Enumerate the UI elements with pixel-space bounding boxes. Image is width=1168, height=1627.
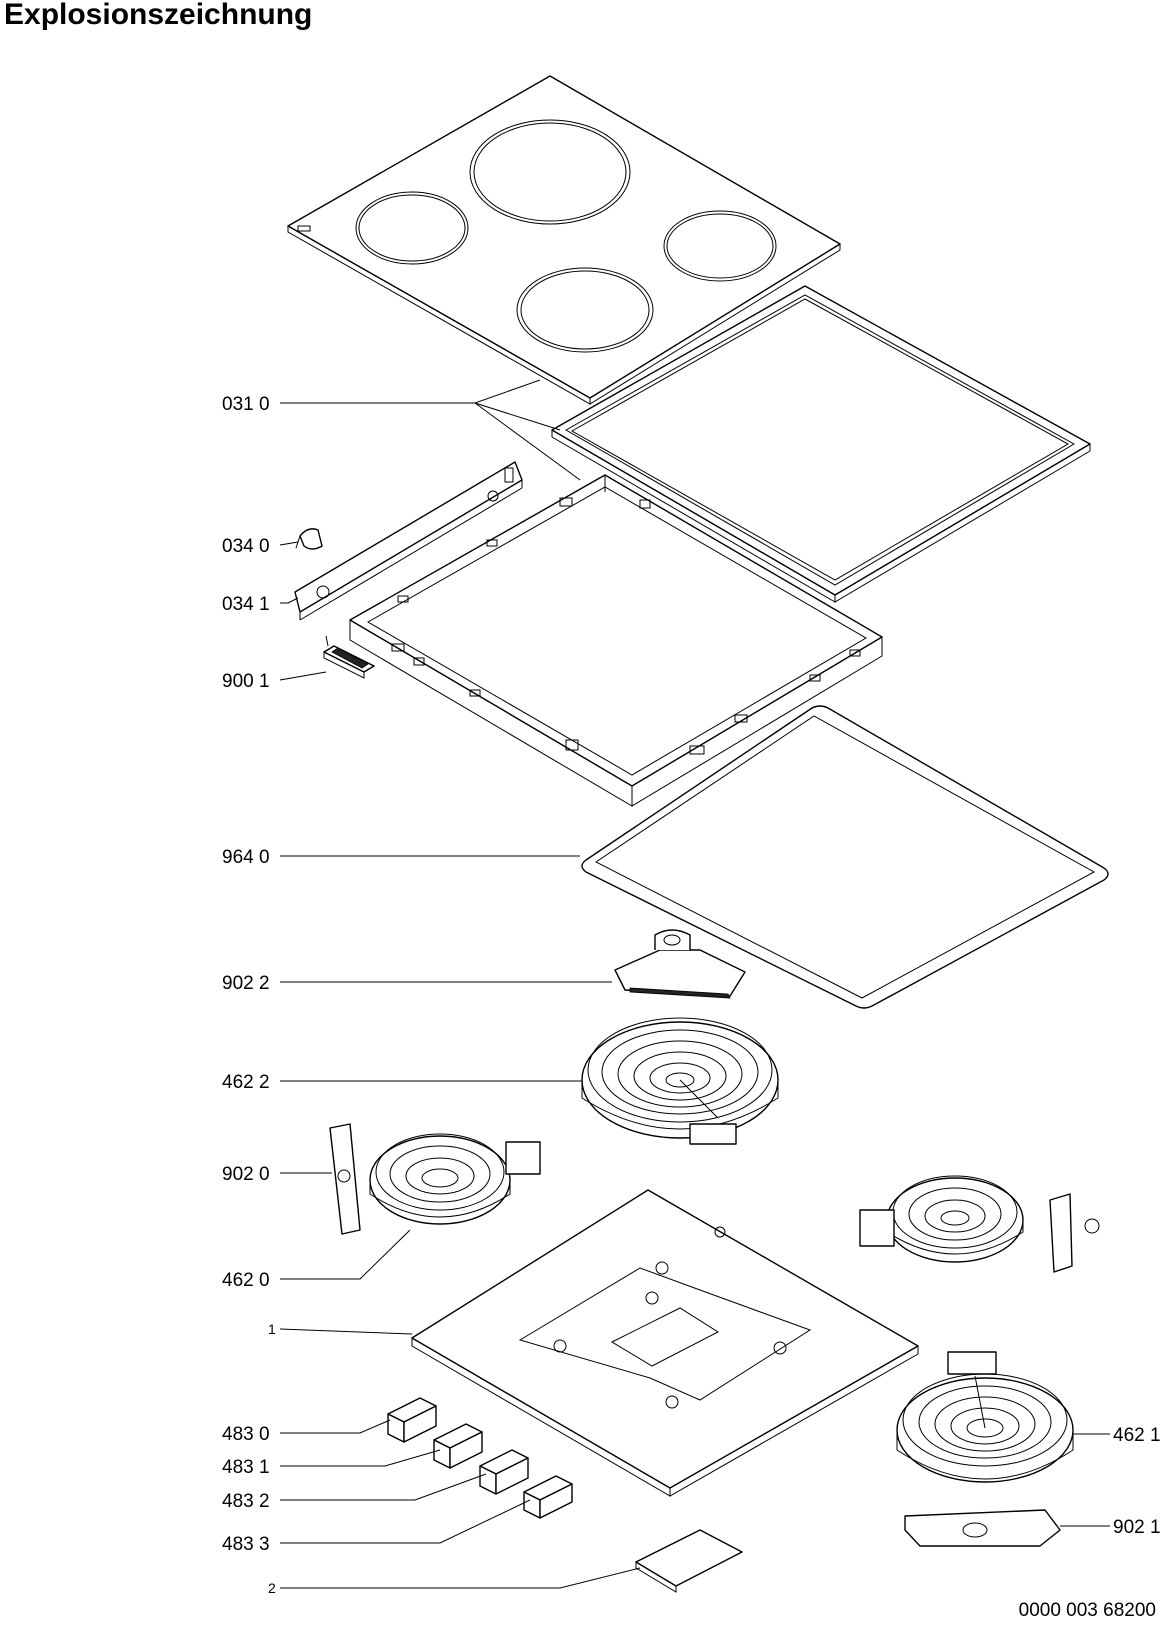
page-title: Explosionszeichnung xyxy=(4,0,313,31)
bracket-top xyxy=(614,929,746,999)
clip-part xyxy=(295,528,323,550)
support-frame xyxy=(349,474,883,807)
cover-plate xyxy=(635,1529,743,1593)
callout-034-1: 034 1 xyxy=(222,594,270,615)
energy-regulator-0 xyxy=(387,1397,437,1443)
callout-964-0: 964 0 xyxy=(222,847,270,868)
callout-034-0: 034 0 xyxy=(222,536,270,557)
leader-lines xyxy=(279,379,1110,1589)
callout-462-1: 462 1 xyxy=(1113,1425,1161,1446)
radiant-heater-large xyxy=(581,1017,779,1145)
glass-cooktop-panel xyxy=(287,75,841,405)
callout-462-2: 462 2 xyxy=(222,1072,270,1093)
base-tray xyxy=(411,1189,919,1497)
callout-902-1: 902 1 xyxy=(1113,1517,1161,1538)
callout-902-0: 902 0 xyxy=(222,1164,270,1185)
energy-regulator-1 xyxy=(433,1423,483,1469)
document-number: 0000 003 68200 xyxy=(1018,1600,1156,1621)
edge-seal-ring xyxy=(581,705,1109,1009)
radiant-heater-medium-right xyxy=(896,1351,1074,1547)
callout-031-0: 031 0 xyxy=(222,394,270,415)
frame-seal xyxy=(551,285,1091,603)
callout-483-0: 483 0 xyxy=(222,1424,270,1445)
terminal-connector xyxy=(323,635,375,679)
callout-462-0: 462 0 xyxy=(222,1270,270,1291)
callout-900-1: 900 1 xyxy=(222,671,270,692)
radiant-heater-small-right xyxy=(859,1175,1100,1273)
callout-483-1: 483 1 xyxy=(222,1457,270,1478)
callout-labels: 031 0 034 0 034 1 900 1 964 0 902 2 462 … xyxy=(222,394,1161,1596)
callout-2: 2 xyxy=(268,1580,276,1596)
control-rail xyxy=(294,461,523,621)
callout-902-2: 902 2 xyxy=(222,973,270,994)
callout-1: 1 xyxy=(268,1321,276,1337)
energy-regulator-2 xyxy=(479,1449,529,1495)
energy-regulator-3 xyxy=(523,1475,573,1519)
callout-483-2: 483 2 xyxy=(222,1491,270,1512)
callout-483-3: 483 3 xyxy=(222,1534,270,1555)
radiant-heater-small-left xyxy=(329,1123,541,1235)
